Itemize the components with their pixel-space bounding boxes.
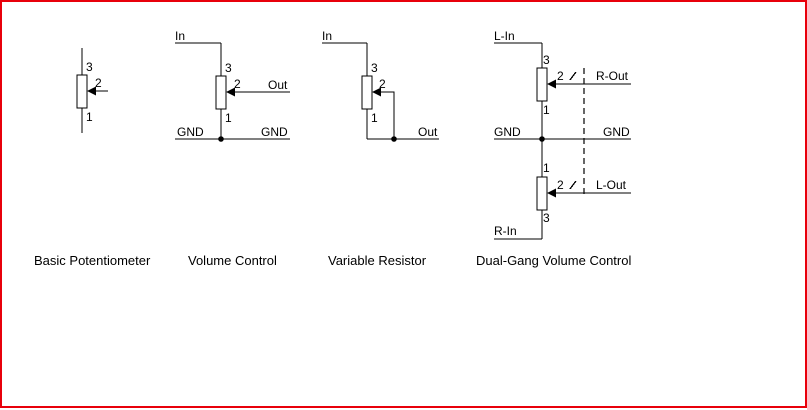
junction-dot xyxy=(391,136,397,142)
gang-slash-top xyxy=(569,71,577,81)
gang-slash-bottom xyxy=(569,180,577,190)
pin-3-label: 3 xyxy=(371,61,378,75)
wiper-arrow xyxy=(372,87,395,139)
bottom-resistor-body xyxy=(536,176,548,211)
pin-2-label: 2 xyxy=(379,77,386,91)
junction-dot xyxy=(539,136,545,142)
pin-1-label: 1 xyxy=(86,110,93,124)
pin-3-label: 3 xyxy=(86,60,93,74)
pin-1-label: 1 xyxy=(371,111,378,125)
basic-potentiometer: 3 2 1 Basic Potentiometer xyxy=(34,48,151,268)
gnd-left-label: GND xyxy=(494,125,521,139)
pin-2-label: 2 xyxy=(234,77,241,91)
in-label: In xyxy=(322,29,332,43)
pin-1-label: 1 xyxy=(225,111,232,125)
top-pin-1-label: 1 xyxy=(543,103,550,117)
variable-resistor: In 3 2 1 Out Variable Resistor xyxy=(322,29,439,268)
volume-control-caption: Volume Control xyxy=(188,253,277,268)
junction-dot xyxy=(218,136,224,142)
bottom-pin-1-label: 1 xyxy=(543,161,550,175)
basic-potentiometer-caption: Basic Potentiometer xyxy=(34,253,151,268)
gnd-right-label: GND xyxy=(261,125,288,139)
variable-resistor-caption: Variable Resistor xyxy=(328,253,427,268)
gnd-right-label: GND xyxy=(603,125,630,139)
dual-gang-volume-control: L-In 3 2 1 R-Out GND GND 1 2 3 L-Out R-I… xyxy=(476,29,631,268)
pin-2-label: 2 xyxy=(95,76,102,90)
l-out-label: L-Out xyxy=(596,178,627,192)
resistor-body xyxy=(215,75,227,110)
in-label: In xyxy=(175,29,185,43)
volume-control: In 3 2 1 Out GND GND Volume Control xyxy=(175,29,290,268)
bottom-pin-2-label: 2 xyxy=(557,178,564,192)
r-in-label: R-In xyxy=(494,224,517,238)
l-in-label: L-In xyxy=(494,29,515,43)
top-pin-2-label: 2 xyxy=(557,69,564,83)
top-pin-3-label: 3 xyxy=(543,53,550,67)
pin-3-label: 3 xyxy=(225,61,232,75)
bottom-pin-3-label: 3 xyxy=(543,211,550,225)
resistor-body xyxy=(361,75,373,110)
dual-gang-caption: Dual-Gang Volume Control xyxy=(476,253,631,268)
resistor-body xyxy=(76,74,88,109)
r-out-label: R-Out xyxy=(596,69,629,83)
gnd-left-label: GND xyxy=(177,125,204,139)
out-label: Out xyxy=(268,78,288,92)
out-label: Out xyxy=(418,125,438,139)
top-resistor-body xyxy=(536,67,548,102)
